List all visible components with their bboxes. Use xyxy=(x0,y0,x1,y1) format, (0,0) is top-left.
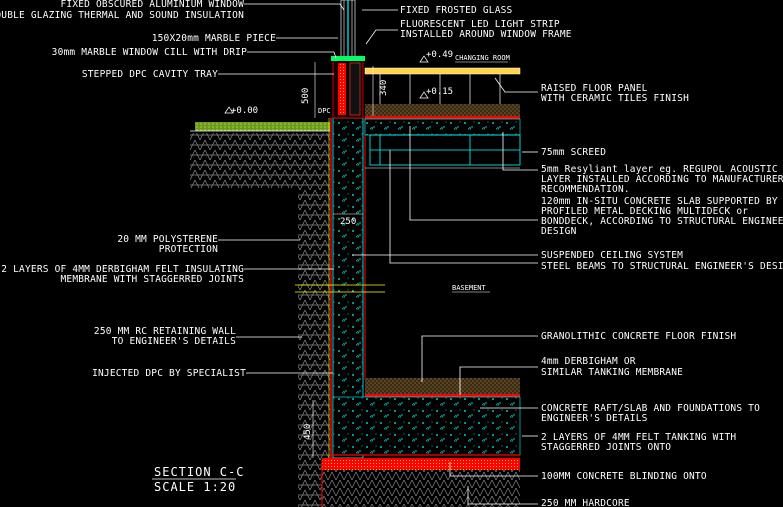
room-basement: BASEMENT xyxy=(452,284,487,292)
level-upper-floor: +0.15 xyxy=(426,87,453,97)
label-window-cill: 30mm MARBLE WINDOW CILL WITH DRIP xyxy=(52,47,247,58)
label-slab-2: PROFILED METAL DECKING MULTIDECK or xyxy=(541,206,748,217)
label-slab-3: BONDDECK, ACCORDING TO STRUCTURAL ENGINE… xyxy=(541,216,783,227)
label-felt-tank-1: 2 LAYERS OF 4MM FELT TANKING WITH xyxy=(541,432,736,443)
label-tanking-2: SIMILAR TANKING MEMBRANE xyxy=(541,367,683,378)
dim-dpc: DPC xyxy=(318,107,331,115)
level-upper-top: +0.49 xyxy=(426,50,453,60)
room-changing: CHANGING ROOM xyxy=(455,54,510,62)
blinding xyxy=(322,458,520,470)
label-raft-2: ENGINEER'S DETAILS xyxy=(541,413,648,424)
label-injected-dpc: INJECTED DPC BY SPECIALIST xyxy=(92,368,246,379)
granolithic-finish xyxy=(365,378,520,394)
label-window: FIXED OBSCURED ALUMINIUM WINDOW xyxy=(60,0,244,10)
label-marble-piece: 150X20mm MARBLE PIECE xyxy=(152,33,276,44)
label-slab-1: 120mm IN-SITU CONCRETE SLAB SUPPORTED BY xyxy=(541,196,778,207)
label-double-glazing: DOUBLE GLAZING THERMAL AND SOUND INSULAT… xyxy=(0,10,244,21)
dim-340: 340 xyxy=(379,80,389,96)
label-felt-layers: 2 LAYERS OF 4MM DERBIGHAM FELT INSULATIN… xyxy=(1,264,244,275)
label-hardcore: 250 MM HARDCORE xyxy=(541,498,630,507)
label-ceiling: SUSPENDED CEILING SYSTEM xyxy=(541,250,683,261)
label-slab-4: DESIGN xyxy=(541,226,577,237)
section-scale: SCALE 1:20 xyxy=(154,480,236,494)
label-tanking-1: 4mm DERBIGHAM OR xyxy=(541,356,636,367)
grass-strip xyxy=(195,122,330,131)
label-dpc-tray: STEPPED DPC CAVITY TRAY xyxy=(82,69,218,80)
label-ceramic-tiles: WITH CERAMIC TILES FINISH xyxy=(541,93,689,104)
label-blinding: 100MM CONCRETE BLINDING ONTO xyxy=(541,471,707,482)
label-felt-joints: MEMBRANE WITH STAGGERRED JOINTS xyxy=(60,274,244,285)
level-ground: +0.00 xyxy=(231,106,258,116)
label-granolithic: GRANOLITHIC CONCRETE FLOOR FINISH xyxy=(541,331,736,342)
dim-450: 450 xyxy=(303,424,313,440)
label-resilient-1: 5mm Resyliant layer eg. REGUPOL ACOUSTIC xyxy=(541,164,778,175)
label-polysterene: 20 MM POLYSTERENE xyxy=(117,234,218,245)
label-led-install: INSTALLED AROUND WINDOW FRAME xyxy=(400,29,572,40)
dim-250: 250 xyxy=(340,217,356,227)
label-led-strip: FLUORESCENT LED LIGHT STRIP xyxy=(400,19,560,30)
label-resilient-2: LAYER INSTALLED ACCORDING TO MANUFACTURE… xyxy=(541,174,783,185)
label-resilient-3: RECOMMENDATION. xyxy=(541,184,630,195)
label-protection: PROTECTION xyxy=(159,244,218,255)
section-title: SECTION C-C xyxy=(154,465,244,479)
label-raised-floor: RAISED FLOOR PANEL xyxy=(541,83,648,94)
label-steel-beams: STEEL BEAMS TO STRUCTURAL ENGINEER'S DES… xyxy=(541,261,783,272)
earth-fill-column xyxy=(298,160,330,507)
label-felt-tank-2: STAGGERRED JOINTS ONTO xyxy=(541,442,671,453)
label-engineer-details: TO ENGINEER'S DETAILS xyxy=(112,336,236,347)
label-retaining-wall: 250 MM RC RETAINING WALL xyxy=(94,326,236,337)
raised-floor-panel xyxy=(364,67,521,75)
label-frosted-glass: FIXED FROSTED GLASS xyxy=(400,5,513,16)
dim-500: 500 xyxy=(301,88,311,104)
label-screed: 75mm SCREED xyxy=(541,147,606,158)
label-raft-1: CONCRETE RAFT/SLAB AND FOUNDATIONS TO xyxy=(541,403,760,414)
screed-layer xyxy=(365,104,520,116)
